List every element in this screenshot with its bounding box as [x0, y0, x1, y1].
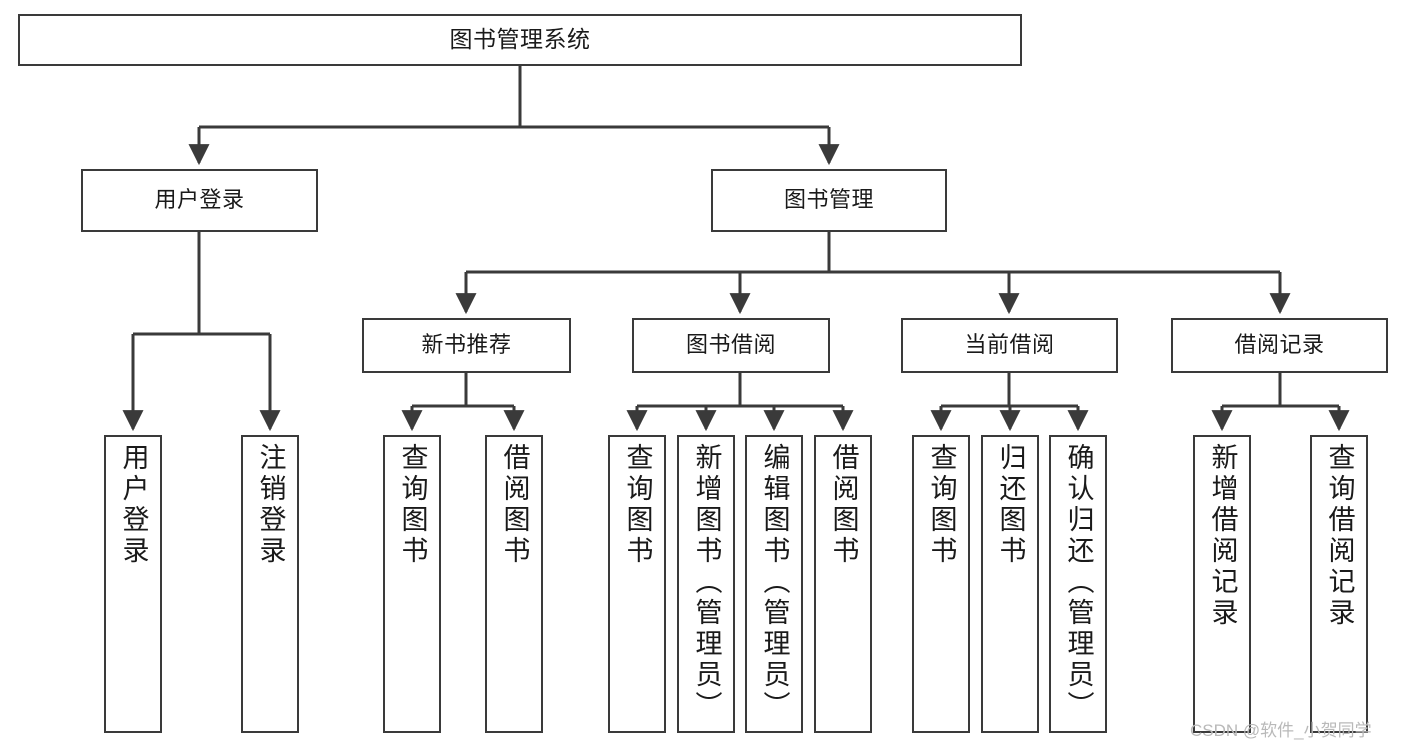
node-current-borrow[interactable]: 当前借阅	[901, 318, 1118, 373]
leaf-edit-book-admin[interactable]: 编辑图书（管理员）	[745, 435, 803, 733]
leaf-confirm-return-admin[interactable]: 确认归还（管理员）	[1049, 435, 1107, 733]
node-label: 借阅图书	[828, 443, 859, 567]
leaf-return-book[interactable]: 归还图书	[981, 435, 1039, 733]
node-book-management[interactable]: 图书管理	[711, 169, 947, 232]
node-label: 查询图书	[622, 443, 653, 567]
leaf-add-book-admin[interactable]: 新增图书（管理员）	[677, 435, 735, 733]
node-label: 新增借阅记录	[1207, 443, 1238, 629]
node-borrow-record[interactable]: 借阅记录	[1171, 318, 1388, 373]
leaf-borrow-book-recommend[interactable]: 借阅图书	[485, 435, 543, 733]
leaf-query-book-recommend[interactable]: 查询图书	[383, 435, 441, 733]
node-label: 注销登录	[255, 443, 286, 567]
node-label: 图书管理系统	[449, 26, 591, 53]
node-label: 借阅记录	[1234, 332, 1325, 358]
leaf-logout[interactable]: 注销登录	[241, 435, 299, 733]
node-book-management-system[interactable]: 图书管理系统	[18, 14, 1022, 66]
node-label: 归还图书	[995, 443, 1026, 567]
node-label: 确认归还（管理员）	[1063, 443, 1094, 722]
node-label: 查询图书	[926, 443, 957, 567]
node-label: 用户登录	[118, 443, 149, 567]
node-label: 当前借阅	[964, 332, 1055, 358]
node-label: 图书管理	[783, 187, 874, 213]
leaf-query-book-borrow[interactable]: 查询图书	[608, 435, 666, 733]
node-label: 新增图书（管理员）	[691, 443, 722, 722]
node-label: 查询借阅记录	[1324, 443, 1355, 629]
node-user-login[interactable]: 用户登录	[81, 169, 318, 232]
node-label: 查询图书	[397, 443, 428, 567]
leaf-add-borrow-record[interactable]: 新增借阅记录	[1193, 435, 1251, 733]
node-book-borrow[interactable]: 图书借阅	[632, 318, 830, 373]
node-label: 编辑图书（管理员）	[759, 443, 790, 722]
node-label: 新书推荐	[421, 332, 512, 358]
node-label: 借阅图书	[499, 443, 530, 567]
leaf-borrow-book[interactable]: 借阅图书	[814, 435, 872, 733]
leaf-user-login[interactable]: 用户登录	[104, 435, 162, 733]
node-new-book-recommend[interactable]: 新书推荐	[362, 318, 571, 373]
leaf-query-book-current[interactable]: 查询图书	[912, 435, 970, 733]
node-label: 图书借阅	[685, 332, 776, 358]
node-label: 用户登录	[154, 187, 245, 213]
leaf-query-borrow-record[interactable]: 查询借阅记录	[1310, 435, 1368, 733]
